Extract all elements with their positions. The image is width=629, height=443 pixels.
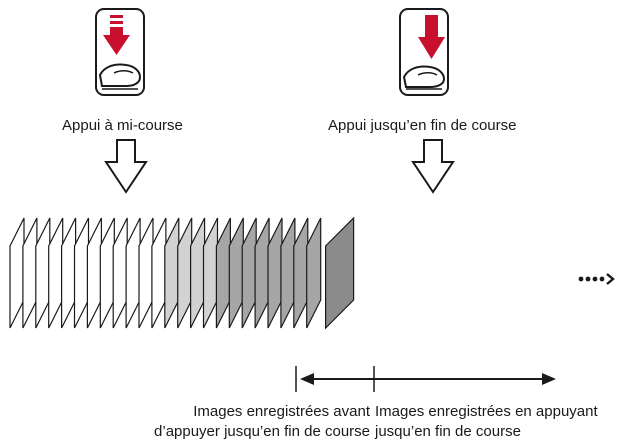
frame — [112, 217, 128, 329]
full-press-button-icon — [399, 8, 449, 96]
frame — [86, 217, 103, 329]
frame — [151, 217, 167, 329]
caption-line: jusqu’en fin de course — [375, 423, 521, 440]
frame — [215, 217, 231, 329]
full-press-label: Appui jusqu’en fin de course — [328, 117, 517, 134]
frame — [164, 217, 180, 329]
caption-line: Images enregistrées avant — [193, 403, 370, 420]
frame — [177, 217, 193, 329]
range-double-arrow — [300, 373, 556, 385]
frame — [190, 217, 206, 329]
frame — [254, 217, 270, 329]
frame — [99, 217, 115, 329]
caption-line: Images enregistrées en appuyant — [375, 403, 598, 420]
caption-line: d’appuyer jusqu’en fin de course — [154, 423, 370, 440]
frame — [228, 217, 244, 329]
frame — [241, 217, 257, 329]
frame — [48, 217, 64, 329]
down-arrow-icon — [411, 139, 455, 194]
frame — [22, 217, 38, 329]
frame — [35, 217, 51, 329]
frame — [293, 217, 309, 329]
frame — [325, 216, 355, 330]
frame — [267, 217, 283, 329]
half-press-label: Appui à mi-course — [62, 117, 183, 134]
frame — [9, 217, 25, 329]
frame — [125, 217, 141, 329]
frame — [306, 217, 322, 329]
frame — [60, 217, 77, 329]
frame — [202, 217, 219, 329]
frame — [73, 217, 90, 329]
half-press-button-icon — [95, 8, 145, 96]
frame — [280, 217, 296, 329]
caption-during-full-press: Images enregistrées en appuyant jusqu’en… — [375, 402, 598, 442]
frame-sequence — [9, 216, 355, 330]
caption-before-full-press: Images enregistrées avant d’appuyer jusq… — [154, 402, 370, 442]
continuation-arrow-icon — [578, 273, 615, 285]
down-arrow-icon — [104, 139, 148, 194]
frame — [138, 217, 154, 329]
